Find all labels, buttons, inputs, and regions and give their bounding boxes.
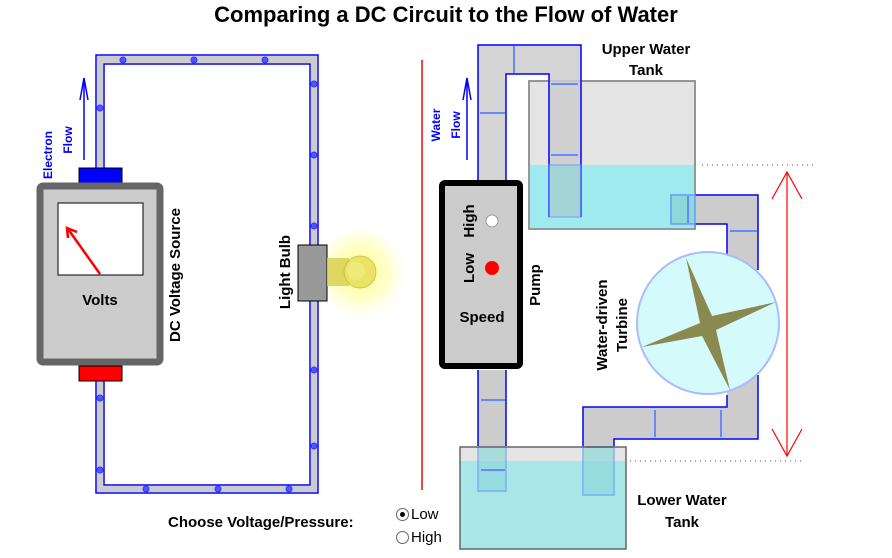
choose-voltage-label: Choose Voltage/Pressure: xyxy=(168,514,354,531)
dc-source-label: DC Voltage Source xyxy=(167,208,184,342)
pump-speed-label: Speed xyxy=(459,309,504,326)
upper-to-turbine-pipe xyxy=(670,194,759,270)
upper-tank-label-2: Tank xyxy=(629,62,664,79)
radio-low-dot[interactable] xyxy=(396,508,409,521)
upper-tank-label: Upper Water xyxy=(602,41,691,58)
radio-high-dot[interactable] xyxy=(396,531,409,544)
lower-tank-label-2: Tank xyxy=(665,514,700,531)
light-bulb-label: Light Bulb xyxy=(277,235,294,309)
electron-flow-arrow-icon xyxy=(79,77,89,160)
electron-flow-label-2: Flow xyxy=(61,126,75,154)
negative-terminal xyxy=(78,167,123,184)
lower-water-tank xyxy=(459,446,627,550)
radio-low-label: Low xyxy=(411,506,439,523)
light-bulb xyxy=(297,227,405,317)
meter-label: Volts xyxy=(82,292,118,309)
voltage-pressure-controls: Choose Voltage/Pressure: Low High xyxy=(168,504,468,558)
page-title: Comparing a DC Circuit to the Flow of Wa… xyxy=(214,2,678,27)
water-flow-label-2: Flow xyxy=(449,111,463,139)
voltmeter-dial xyxy=(57,202,144,276)
water-flow-label: Water xyxy=(429,108,443,141)
radio-low[interactable]: Low xyxy=(396,506,439,523)
radio-high-label: High xyxy=(411,529,442,546)
voltmeter-needle-icon xyxy=(65,226,102,275)
pump-low-label: Low xyxy=(461,253,478,283)
turbine-label: Water-driven xyxy=(594,279,611,370)
electron-dots xyxy=(96,56,318,493)
dc-voltage-source: Volts xyxy=(36,167,164,382)
height-difference-arrow-icon xyxy=(630,164,815,462)
water-turbine xyxy=(636,251,780,395)
pump-to-upper-pipe xyxy=(477,44,582,218)
positive-terminal xyxy=(78,365,123,382)
electron-flow-label: Electron xyxy=(41,131,55,179)
radio-high[interactable]: High xyxy=(396,529,442,546)
water-flow-arrow-icon xyxy=(462,77,472,160)
turbine-rotor-icon xyxy=(642,258,776,390)
turbine-label-2: Turbine xyxy=(614,298,631,352)
pump: High Low Speed xyxy=(439,180,523,369)
pump-label: Pump xyxy=(527,264,544,306)
pump-speed-low-indicator xyxy=(485,261,499,275)
lower-tank-label: Lower Water xyxy=(637,492,727,509)
pump-speed-high-indicator xyxy=(485,214,499,228)
pump-high-label: High xyxy=(461,204,478,237)
